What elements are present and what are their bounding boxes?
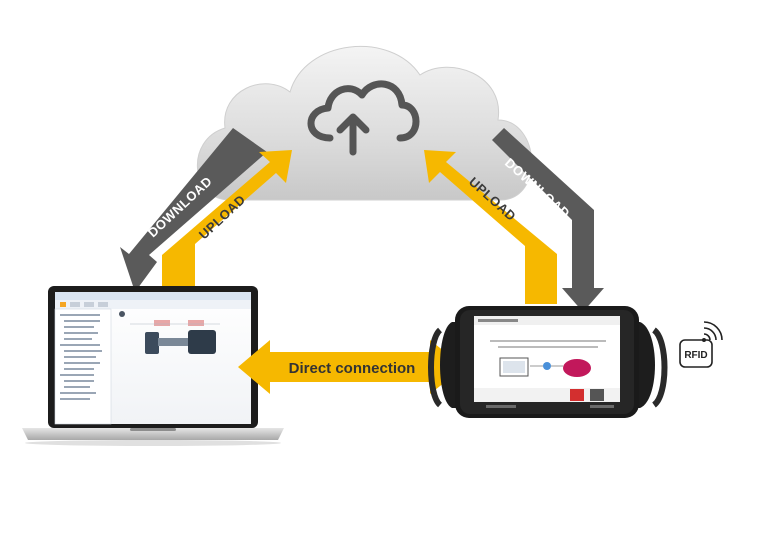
cloud <box>197 45 533 201</box>
upload-arrow-left <box>162 150 292 287</box>
upload-arrow-right <box>424 150 557 304</box>
direct-connection-arrow <box>238 340 464 394</box>
rfid-label: RFID <box>684 350 707 361</box>
direct-connection-label: Direct connection <box>289 360 416 377</box>
download-arrow-left <box>120 128 267 292</box>
cloud-upload-icon <box>307 80 420 156</box>
rfid-tag-icon <box>679 321 723 368</box>
laptop <box>22 286 284 446</box>
tablet-device <box>428 306 668 418</box>
download-arrow-right <box>492 128 604 312</box>
